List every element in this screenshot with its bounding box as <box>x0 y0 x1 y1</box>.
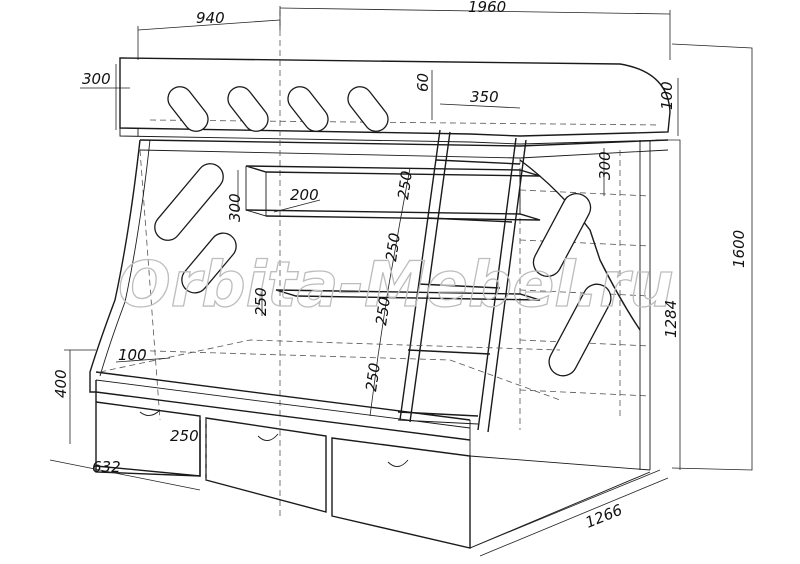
ladder <box>397 129 527 433</box>
right-shelving <box>519 140 651 470</box>
watermark-text: Orbita-Mebel.ru <box>118 248 674 321</box>
dim-lower-rail: 100 <box>118 346 147 364</box>
dim-ladder-width: 350 <box>470 88 499 106</box>
dim-rail-thickness: 100 <box>658 81 676 110</box>
right-side-panel <box>519 159 641 377</box>
dim-top-left-width: 940 <box>196 9 225 27</box>
upper-side-panel <box>119 57 671 145</box>
dim-lower-bed-height: 1284 <box>662 300 680 338</box>
dim-drawer-front: 250 <box>170 427 199 445</box>
dim-total-height: 1600 <box>730 230 748 268</box>
dim-upper-rail-height: 300 <box>82 70 111 88</box>
dim-step-1: 250 <box>394 170 416 201</box>
dim-step-3: 250 <box>372 296 394 327</box>
dim-shelf-depth: 200 <box>290 186 319 204</box>
dim-drawer-depth: 632 <box>92 458 121 476</box>
left-side-panel <box>89 139 237 393</box>
dimension-lines <box>49 6 753 557</box>
dim-step-4: 250 <box>362 362 384 393</box>
dim-drawer-height: 400 <box>52 369 70 398</box>
dim-total-length: 1960 <box>468 0 506 16</box>
dim-shelf-height: 300 <box>226 193 244 222</box>
dim-total-depth: 1266 <box>583 501 625 532</box>
upper-panel-holes <box>167 86 389 132</box>
dim-ladder-offset: 60 <box>414 73 432 92</box>
dim-step-2: 250 <box>382 232 404 263</box>
dim-back-shelf-spacing: 300 <box>596 151 614 180</box>
dim-lower-gap: 250 <box>252 287 270 316</box>
lower-bed <box>95 339 561 548</box>
